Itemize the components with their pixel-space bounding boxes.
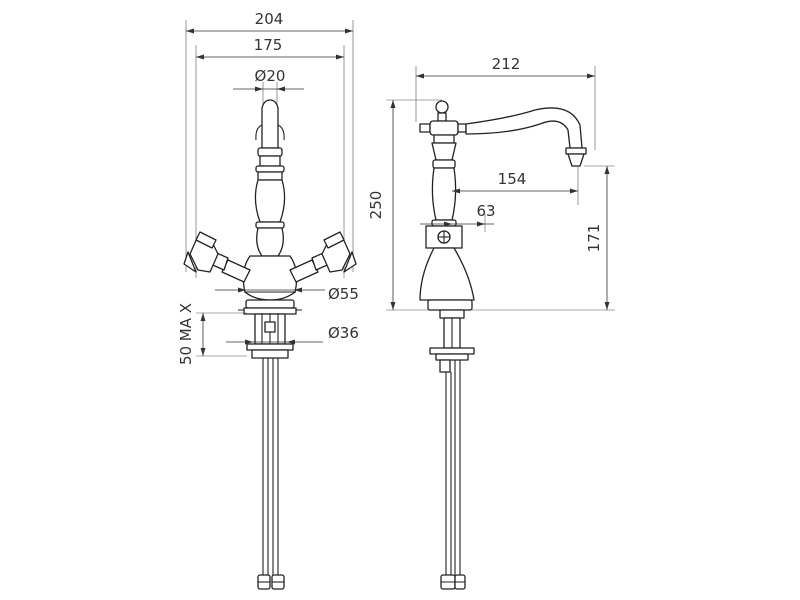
dim-label-250: 250 (367, 191, 385, 220)
dim-label-171: 171 (585, 224, 603, 253)
dimension-max-thickness: 50 MA X (177, 303, 247, 365)
dimension-height: 250 (367, 99, 442, 311)
dimension-outlet-height: 171 (472, 165, 615, 311)
dimension-handle-span: 175 (196, 36, 344, 60)
dimension-spout-diameter: Ø20 (233, 67, 304, 112)
faucet-body-front (238, 99, 302, 315)
side-view: 212 250 (367, 55, 615, 590)
right-cross-handle (289, 231, 357, 283)
front-view: 204 175 Ø20 (177, 10, 359, 590)
dim-label-d55: Ø55 (328, 285, 359, 303)
dimension-base-diameter: Ø55 (215, 285, 359, 303)
dim-label-212: 212 (492, 55, 521, 73)
dim-label-175: 175 (254, 36, 283, 54)
dim-label-154: 154 (498, 170, 527, 188)
threaded-shank (246, 313, 294, 359)
dimension-spout-length: 154 (452, 166, 579, 205)
dim-label-d36: Ø36 (328, 324, 359, 342)
dimension-handle-offset: 63 (420, 202, 496, 232)
dim-label-204: 204 (255, 10, 284, 28)
dim-label-63: 63 (476, 202, 495, 220)
flexible-hoses (257, 358, 285, 590)
side-shank-and-hoses (429, 309, 475, 590)
left-cross-handle (183, 231, 251, 283)
dim-label-d20: Ø20 (255, 67, 286, 85)
dim-label-50max: 50 MA X (177, 303, 195, 365)
dimension-shank-diameter: Ø36 (226, 324, 359, 345)
faucet-body-side (419, 100, 587, 311)
dimension-spout-reach: 212 (415, 55, 596, 150)
dimension-overall-width: 204 (186, 10, 353, 34)
